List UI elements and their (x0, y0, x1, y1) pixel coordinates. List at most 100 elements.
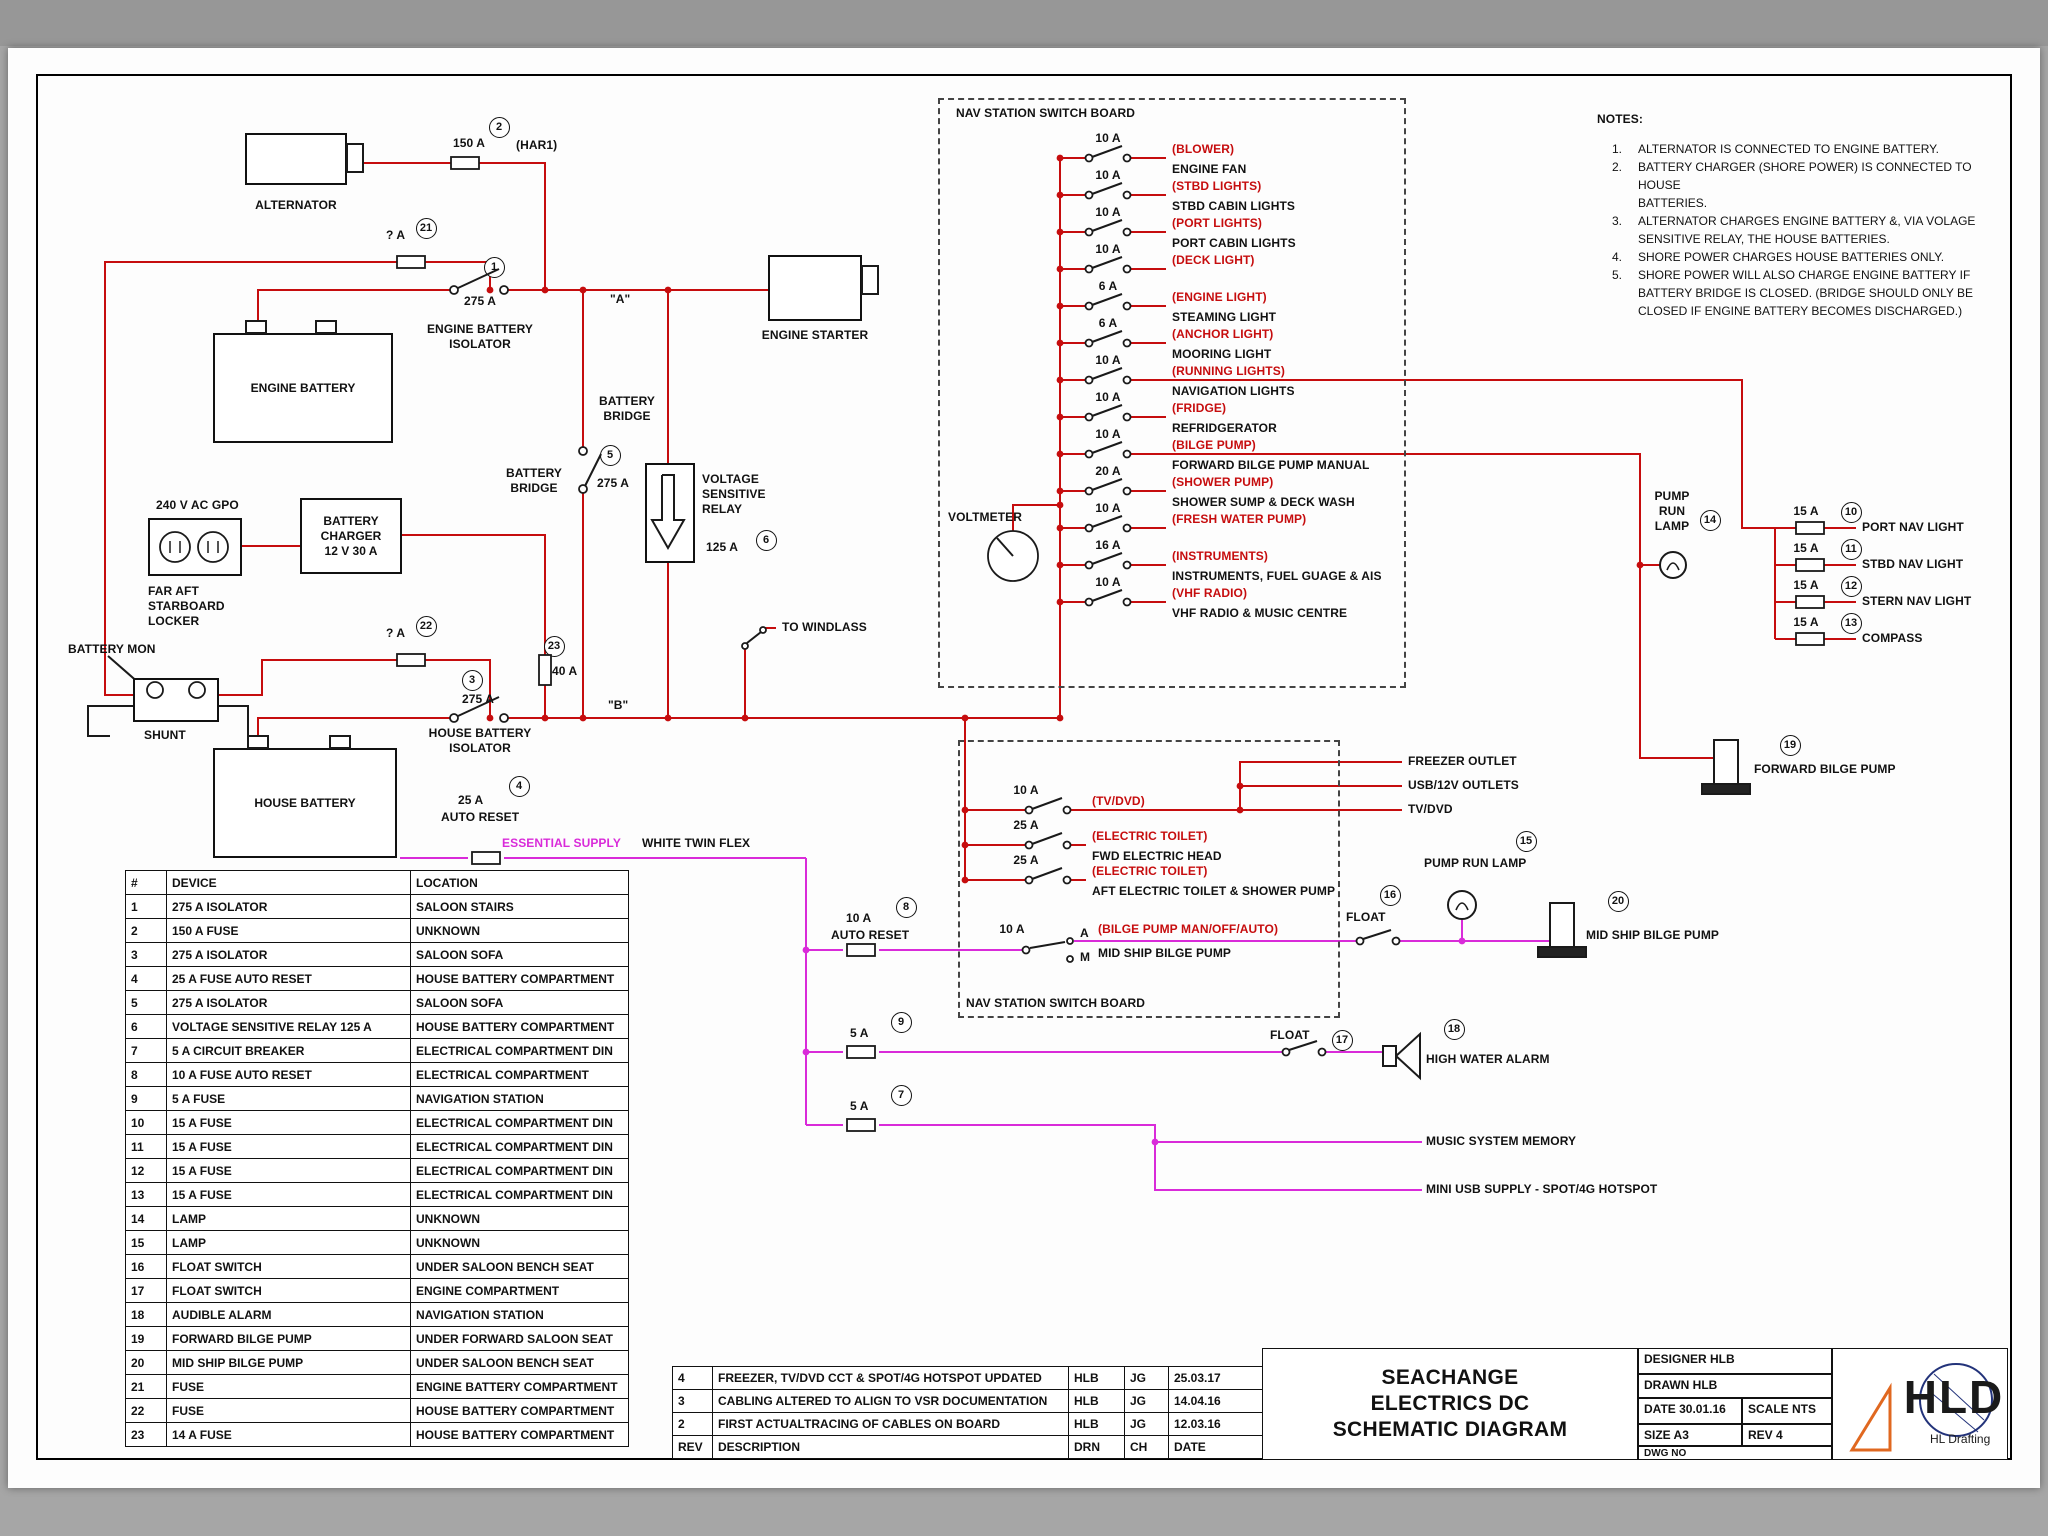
switch-terminal-icon (1086, 340, 1093, 347)
switch-terminal-icon (500, 286, 508, 294)
fuse-icon (1796, 633, 1824, 645)
switch-terminal-icon (1124, 562, 1131, 569)
junction-dot (1057, 562, 1064, 569)
switch-terminal-icon (1393, 938, 1400, 945)
switch-blade-icon (1363, 930, 1391, 939)
junction-dot (487, 287, 494, 294)
fuse-icon (847, 944, 875, 956)
lamp-icon (1660, 552, 1686, 578)
switch-terminal-icon (1026, 877, 1033, 884)
switch-terminal-icon (1283, 1049, 1290, 1056)
junction-dot (742, 715, 749, 722)
switch-terminal-icon (1124, 340, 1131, 347)
fuse-icon (539, 655, 551, 685)
date-field: DATE 30.01.16 (1638, 1398, 1742, 1424)
fuse-icon (847, 1046, 875, 1058)
switch-terminal-icon (1064, 807, 1071, 814)
switch-terminal-icon (1124, 525, 1131, 532)
switch-blade-icon (1032, 833, 1062, 844)
fuse-icon (847, 1119, 875, 1131)
drawn-field: DRAWN HLB (1638, 1374, 1832, 1398)
lamp-icon (1448, 891, 1476, 919)
drawing-title: SEACHANGE ELECTRICS DC SCHEMATIC DIAGRAM (1262, 1348, 1638, 1460)
junction-dot (1057, 303, 1064, 310)
switch-terminal-icon (1086, 266, 1093, 273)
switch-blade-icon (585, 454, 601, 486)
junction-dot (1057, 266, 1064, 273)
junction-dot (1237, 783, 1244, 790)
junction-dot (1057, 155, 1064, 162)
switch-blade-icon (1092, 331, 1122, 342)
switch-terminal-icon (1124, 451, 1131, 458)
fuse-icon (1796, 522, 1824, 534)
switch-terminal-icon (1124, 414, 1131, 421)
switch-terminal-icon (1086, 303, 1093, 310)
switch-terminal-icon (1026, 842, 1033, 849)
junction-dot (580, 287, 587, 294)
junction-dot (1057, 377, 1064, 384)
switch-terminal-icon (1124, 192, 1131, 199)
fuse-icon (1796, 559, 1824, 571)
junction-dot (803, 947, 810, 954)
midship-bilge-pump-icon (1550, 903, 1574, 947)
switch-terminal-icon (160, 532, 190, 562)
switch-terminal-icon (500, 714, 508, 722)
switch-terminal-icon (742, 643, 748, 649)
switch-blade-icon (1032, 868, 1062, 879)
junction-dot (1057, 599, 1064, 606)
switch-blade-icon (458, 269, 499, 288)
switch-terminal-icon (1086, 525, 1093, 532)
junction-dot (1057, 451, 1064, 458)
switch-blade-icon (1092, 442, 1122, 453)
switch-terminal-icon (1086, 414, 1093, 421)
switch-terminal-icon (450, 714, 458, 722)
switch-blade-icon (1032, 798, 1062, 809)
battery-terminal-icon (246, 321, 266, 333)
switch-blade-icon (1092, 368, 1122, 379)
switch-blade-icon (1092, 146, 1122, 157)
junction-dot (1152, 1139, 1159, 1146)
switch-blade-icon (1092, 257, 1122, 268)
battery-terminal-icon (330, 736, 350, 748)
junction-dot (962, 807, 969, 814)
switch-blade-icon (1030, 942, 1065, 948)
switch-terminal-icon (1067, 956, 1073, 962)
switch-blade-icon (1092, 516, 1122, 527)
junction-dot (665, 287, 672, 294)
switch-blade-icon (747, 632, 761, 643)
switch-terminal-icon (1124, 229, 1131, 236)
logo-subtext: HL Drafting (1930, 1432, 1990, 1446)
switch-terminal-icon (1086, 451, 1093, 458)
junction-dot (1637, 562, 1644, 569)
fuse-icon (397, 256, 425, 268)
fuse-icon (451, 157, 479, 169)
fuse-icon (472, 852, 500, 864)
dwg-no-field: DWG NO (1638, 1446, 1832, 1460)
junction-dot (962, 877, 969, 884)
fuse-icon (397, 654, 425, 666)
switch-blade-icon (1092, 553, 1122, 564)
switch-terminal-icon (1064, 842, 1071, 849)
switch-terminal-icon (1124, 303, 1131, 310)
junction-dot (542, 715, 549, 722)
switch-terminal-icon (1026, 807, 1033, 814)
switch-terminal-icon (1357, 938, 1364, 945)
switch-terminal-icon (1086, 155, 1093, 162)
switch-blade-icon (458, 697, 499, 716)
pump-base-icon (1538, 947, 1586, 957)
junction-dot (1057, 414, 1064, 421)
switch-blade-icon (1289, 1041, 1317, 1050)
switch-terminal-icon (1086, 377, 1093, 384)
switch-blade-icon (1092, 294, 1122, 305)
junction-dot (1057, 229, 1064, 236)
vsr-arrow-icon (652, 475, 684, 548)
logo-text: HLD (1902, 1370, 2006, 1424)
switch-blade-icon (1092, 183, 1122, 194)
junction-dot (580, 715, 587, 722)
switch-blade-icon (1092, 405, 1122, 416)
size-field: SIZE A3 (1638, 1424, 1742, 1446)
junction-dot (1057, 502, 1064, 509)
switch-terminal-icon (1023, 947, 1030, 954)
